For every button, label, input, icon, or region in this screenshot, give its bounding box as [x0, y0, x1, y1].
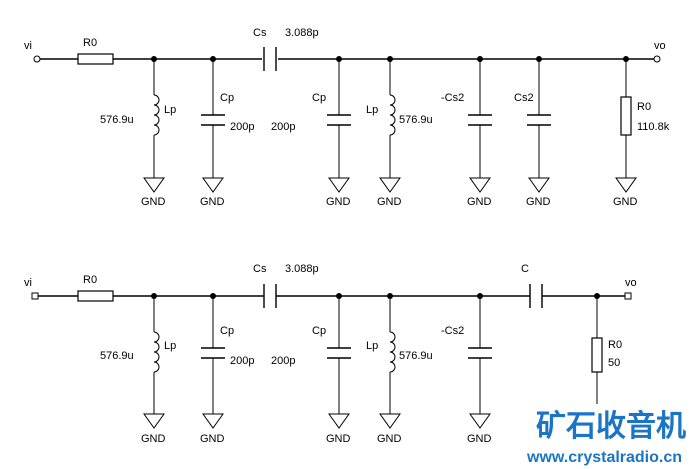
capacitor-neg-cs2-symbol — [468, 296, 492, 414]
gnd-label: GND — [200, 433, 225, 445]
series-capacitor-symbol — [263, 284, 277, 308]
cp2-value: 200p — [271, 355, 295, 367]
cp1-name: Cp — [220, 325, 234, 337]
output-cap-name: C — [521, 263, 529, 275]
gnd-label: GND — [377, 196, 402, 208]
lp1-name: Lp — [164, 104, 176, 116]
gnd-label: GND — [200, 196, 225, 208]
series-capacitor-symbol — [263, 47, 277, 71]
gnd-label: GND — [326, 433, 351, 445]
gnd-label: GND — [141, 433, 166, 445]
load-resistor-symbol — [591, 296, 603, 405]
input-label: vi — [24, 40, 32, 52]
lp2-value: 576.9u — [399, 114, 433, 126]
series-cap-name: Cs — [253, 263, 267, 275]
series-cap-value: 3.088p — [285, 263, 319, 275]
watermark-url: www.crystalradio.cn — [526, 449, 682, 466]
capacitor-cp2-symbol — [327, 296, 351, 414]
output-label: vo — [654, 40, 666, 52]
output-label: vo — [625, 277, 637, 289]
cp1-value: 200p — [230, 355, 254, 367]
capacitor-cp2-symbol — [327, 59, 351, 178]
lp1-value: 576.9u — [100, 350, 134, 362]
input-terminal — [31, 292, 39, 300]
load-name: R0 — [637, 101, 651, 113]
cs2-name: Cs2 — [514, 92, 534, 104]
load-value: 50 — [608, 357, 620, 369]
gnd-label: GND — [141, 196, 166, 208]
watermark-logo-text: 矿石收音机 — [536, 409, 686, 444]
lp1-name: Lp — [164, 340, 176, 352]
gnd-label: GND — [377, 433, 402, 445]
output-capacitor-symbol — [529, 284, 543, 308]
input-terminal — [33, 55, 41, 63]
ground-symbols — [143, 413, 491, 429]
lp2-name: Lp — [366, 104, 378, 116]
neg-cs2-name: -Cs2 — [441, 92, 464, 104]
cp2-name: Cp — [312, 92, 326, 104]
lp2-name: Lp — [366, 340, 378, 352]
cp1-value: 200p — [230, 121, 254, 133]
watermark: 矿石收音机 www.crystalradio.cn — [526, 404, 699, 469]
output-terminal — [624, 292, 632, 300]
gnd-label: GND — [526, 196, 551, 208]
series-resistor-label: R0 — [83, 37, 97, 49]
neg-cs2-name: -Cs2 — [441, 325, 464, 337]
cp1-name: Cp — [220, 92, 234, 104]
output-terminal — [653, 55, 661, 63]
inductor-lp1-symbol — [153, 59, 160, 178]
load-name: R0 — [608, 339, 622, 351]
series-resistor-label: R0 — [83, 274, 97, 286]
capacitor-neg-cs2-symbol — [468, 59, 492, 178]
capacitor-cs2-symbol — [527, 59, 551, 178]
gnd-label: GND — [613, 196, 638, 208]
lp1-value: 576.9u — [100, 114, 134, 126]
cp2-name: Cp — [312, 325, 326, 337]
series-resistor-symbol — [77, 53, 114, 65]
gnd-label: GND — [326, 196, 351, 208]
gnd-label: GND — [467, 196, 492, 208]
load-resistor-symbol — [620, 59, 632, 178]
inductor-lp1-symbol — [153, 296, 160, 414]
lp2-value: 576.9u — [399, 350, 433, 362]
cp2-value: 200p — [271, 121, 295, 133]
capacitor-cp1-symbol — [201, 59, 225, 178]
inductor-lp2-symbol — [389, 59, 396, 178]
inductor-lp2-symbol — [389, 296, 396, 414]
gnd-label: GND — [467, 433, 492, 445]
ground-symbols — [143, 177, 637, 193]
series-resistor-symbol — [77, 290, 114, 302]
input-label: vi — [24, 277, 32, 289]
circuit-bottom: vi vo R0 Cs 3.088p C Lp 576.9u Cp 200p C… — [24, 263, 637, 445]
series-cap-value: 3.088p — [285, 27, 319, 39]
load-value: 110.8k — [637, 121, 670, 133]
circuit-top: vi vo R0 Cs 3.088p Lp 576.9u Cp 200p Cp … — [24, 27, 670, 208]
series-cap-name: Cs — [253, 27, 267, 39]
capacitor-cp1-symbol — [201, 296, 225, 414]
